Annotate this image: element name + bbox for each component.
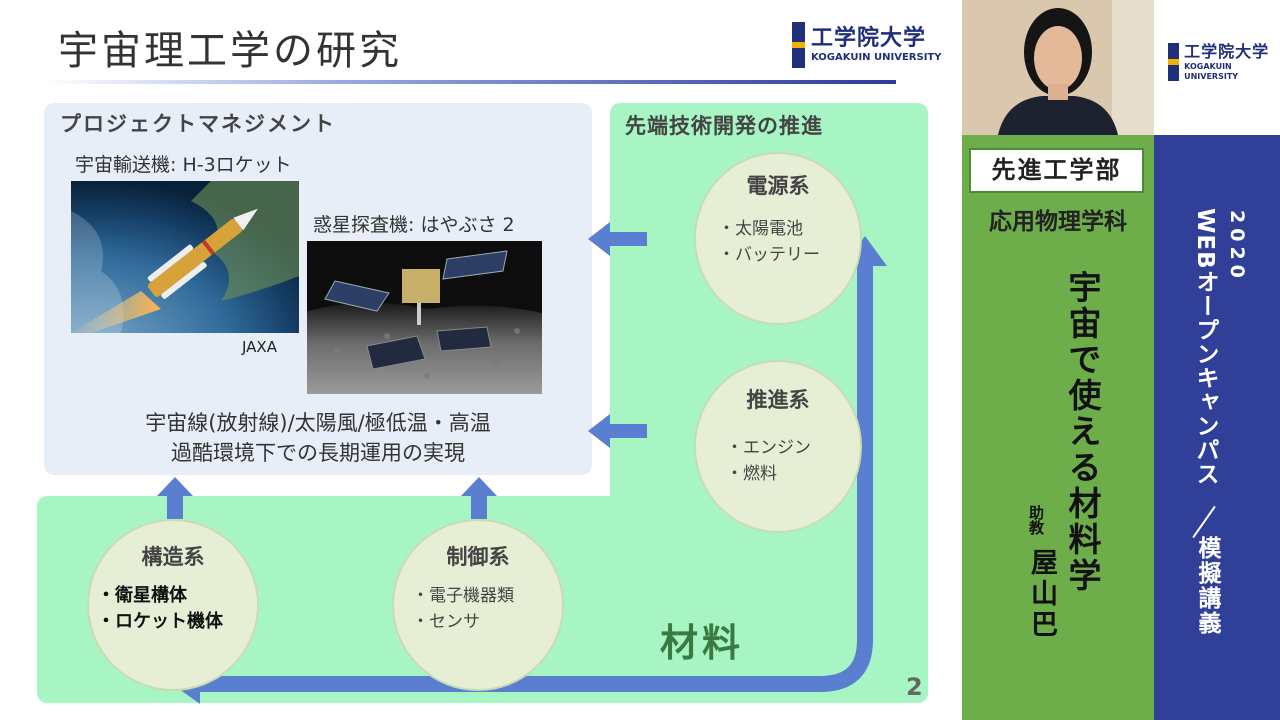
structure-item: ・ロケット機体 [97,611,223,632]
advanced-tech-title: 先端技術開発の推進 [625,114,823,138]
arrow-structure-to-pm [157,477,193,519]
flow-arrows [157,222,887,704]
image-credit: JAXA [242,338,277,356]
control-system-circle: 制御系 ・電子機器類 ・センサ [392,519,564,691]
top-right-logo-area: 工学院大学 KOGAKUIN UNIVERSITY [1154,0,1280,135]
arrow-power-to-pm [588,222,647,256]
power-item: ・バッテリー [718,245,820,265]
panel-logo-subtext: KOGAKUIN UNIVERSITY [1184,62,1239,81]
footer-line-1: 宇宙線(放射線)/太陽風/極低温・高温 [145,411,491,435]
department-name: 先進工学部 [969,148,1144,193]
h3-rocket-label: 宇宙輸送機: H-3ロケット [75,154,292,176]
lecturer-role: 助教 [1027,505,1045,535]
propulsion-item: ・エンジン [726,438,811,458]
panel-logo-mark-icon [1168,43,1179,81]
materials-label: 材料 [660,621,745,665]
page-number: 2 [906,673,923,701]
lecturer-name: 屋山巴 [1026,548,1057,641]
logo-subtext: KOGAKUIN UNIVERSITY [811,52,942,63]
subdepartment-name: 応用物理学科 [989,209,1127,235]
propulsion-item: ・燃料 [726,464,777,484]
logo-mark-icon [792,22,805,68]
panel-logo-text: 工学院大学 [1184,42,1270,61]
structure-system-title: 構造系 [141,545,205,569]
power-system-title: 電源系 [746,174,810,198]
propulsion-system-title: 推進系 [746,388,810,412]
structure-item: ・衛星構体 [97,585,187,606]
logo-text: 工学院大学 [811,26,927,51]
university-logo: 工学院大学 KOGAKUIN UNIVERSITY [792,22,941,68]
hayabusa-label: 惑星探査機: はやぶさ 2 [313,214,515,236]
event-subtitle: 模擬講義 [1194,536,1220,636]
hayabusa-image [307,241,542,394]
department-panel [962,135,1154,720]
control-item: ・電子機器類 [412,586,514,606]
event-name: WEBオープンキャンパス [1192,208,1218,486]
lecture-title: 宇宙で使える材料学 [1063,270,1102,594]
control-item: ・センサ [412,612,480,632]
footer-line-2: 過酷環境下での長期運用の実現 [171,441,465,465]
control-system-title: 制御系 [446,545,510,569]
lecturer-video [962,0,1154,135]
structure-system-circle: 構造系 ・衛星構体 ・ロケット機体 [87,519,259,691]
title-rule [44,80,896,84]
arrow-propulsion-to-pm [588,414,647,448]
event-year: 2020 [1226,210,1248,283]
propulsion-system-circle: 推進系 ・エンジン ・燃料 [694,360,862,533]
slide: 宇宙理工学の研究 工学院大学 KOGAKUIN UNIVERSITY プロジェク… [37,22,942,704]
arrow-control-to-pm [461,477,497,519]
power-system-circle: 電源系 ・太陽電池 ・バッテリー [694,152,862,325]
slide-title: 宇宙理工学の研究 [58,28,402,74]
project-management-footer: 宇宙線(放射線)/太陽風/極低温・高温 過酷環境下での長期運用の実現 [44,408,592,468]
power-item: ・太陽電池 [718,219,803,239]
event-panel [1154,135,1280,720]
materials-loop-arrow [195,262,873,692]
h3-rocket-image [71,181,299,333]
panel-university-logo: 工学院大学 KOGAKUIN UNIVERSITY [1168,42,1280,82]
project-management-title: プロジェクトマネジメント [60,112,336,136]
